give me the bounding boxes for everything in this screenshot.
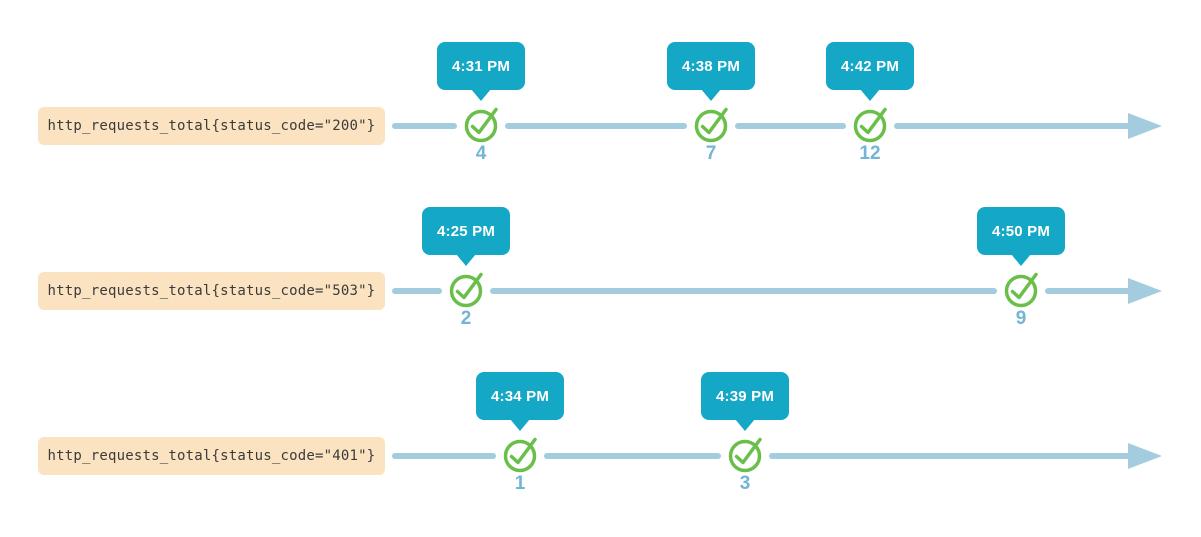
timestamp-label: 4:25 PM: [436, 222, 496, 240]
tooltip-pointer-icon: [510, 419, 530, 431]
timeline-segment: [490, 288, 997, 294]
tooltip-pointer-icon: [735, 419, 755, 431]
metric-label: http_requests_total{status_code="503"}: [38, 272, 385, 310]
timeline-arrow-icon: [1128, 443, 1162, 469]
sample-value: 3: [739, 473, 751, 494]
check-circle-icon: [464, 107, 498, 143]
tooltip-pointer-icon: [456, 254, 476, 266]
check-circle-icon: [728, 437, 762, 473]
timestamp-label: 4:50 PM: [991, 222, 1051, 240]
timestamp-label: 4:31 PM: [451, 57, 511, 75]
check-circle-icon: [1004, 272, 1038, 308]
metric-label: http_requests_total{status_code="200"}: [38, 107, 385, 145]
timeline-arrow-icon: [1128, 278, 1162, 304]
sample-value: 7: [705, 143, 717, 164]
timestamp-label: 4:38 PM: [681, 57, 741, 75]
timeline-segment: [505, 123, 687, 129]
metric-label: http_requests_total{status_code="401"}: [38, 437, 385, 475]
timestamp-tooltip: 4:50 PM: [977, 207, 1065, 266]
sample-value: 2: [460, 308, 472, 329]
timestamp-label: 4:42 PM: [840, 57, 900, 75]
timestamp-tooltip: 4:25 PM: [422, 207, 510, 266]
timestamp-tooltip: 4:34 PM: [476, 372, 564, 431]
sample-value: 12: [859, 143, 881, 164]
tooltip-pointer-icon: [1011, 254, 1031, 266]
timestamp-tooltip: 4:38 PM: [667, 42, 755, 101]
check-circle-icon: [503, 437, 537, 473]
timeline-segment: [392, 288, 442, 294]
sample-value: 4: [475, 143, 487, 164]
timeline-segment: [1045, 288, 1130, 294]
timestamp-label: 4:39 PM: [715, 387, 775, 405]
sample-value: 1: [514, 473, 526, 494]
timestamp-tooltip: 4:31 PM: [437, 42, 525, 101]
timeline-segment: [544, 453, 721, 459]
tooltip-pointer-icon: [860, 89, 880, 101]
timestamp-tooltip: 4:39 PM: [701, 372, 789, 431]
check-circle-icon: [449, 272, 483, 308]
timeline-segment: [735, 123, 846, 129]
timeline-arrow-icon: [1128, 113, 1162, 139]
tooltip-pointer-icon: [701, 89, 721, 101]
check-circle-icon: [694, 107, 728, 143]
timeline-segment: [769, 453, 1130, 459]
tooltip-pointer-icon: [471, 89, 491, 101]
timestamp-tooltip: 4:42 PM: [826, 42, 914, 101]
timestamp-label: 4:34 PM: [490, 387, 550, 405]
timeline-segment: [894, 123, 1130, 129]
sample-value: 9: [1015, 308, 1027, 329]
timeline-segment: [392, 123, 457, 129]
timeline-segment: [392, 453, 496, 459]
check-circle-icon: [853, 107, 887, 143]
